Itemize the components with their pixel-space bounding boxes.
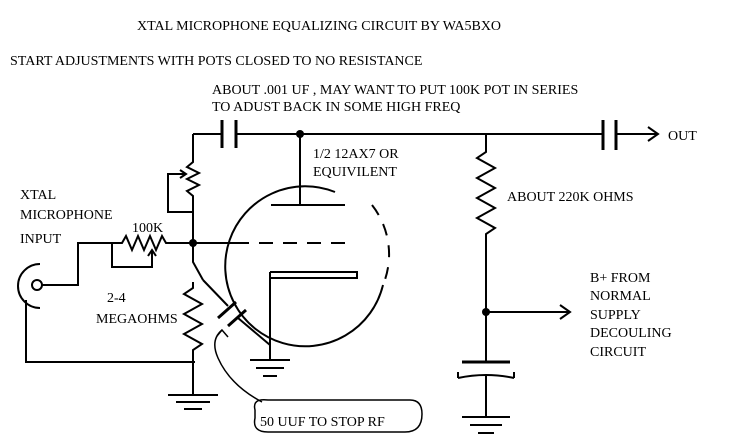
coupling-capacitor-symbol — [193, 120, 300, 148]
ground-symbol-right — [462, 416, 510, 434]
bplus-arrow — [486, 304, 572, 320]
bplus-label-line3: SUPPLY — [590, 308, 641, 323]
coupling-cap-note-line2: TO ADUST BACK IN SOME HIGH FREQ — [212, 100, 460, 115]
decoupling-capacitor-symbol — [457, 312, 515, 417]
output-wire — [300, 120, 660, 150]
ground-symbol-cathode — [250, 345, 290, 377]
rf-bypass-capacitor-symbol — [202, 279, 271, 346]
diagram-title: XTAL MICROPHONE EQUALIZING CIRCUIT BY WA… — [137, 19, 501, 34]
input-label-line2: MICROPHONE — [20, 208, 113, 223]
input-pot-label: 100K — [132, 221, 163, 236]
tube-label-line1: 1/2 12AX7 OR — [313, 147, 399, 162]
grid-resistor-label-line1: 2-4 — [107, 291, 126, 306]
input-potentiometer-symbol — [111, 233, 193, 268]
input-jack-symbol — [17, 242, 195, 363]
bplus-label-line1: B+ FROM — [590, 271, 651, 286]
feedback-potentiometer-symbol — [167, 134, 202, 243]
bplus-label-line4: DECOULING — [590, 326, 672, 341]
rf-cap-callout — [214, 328, 423, 433]
input-label-line3: INPUT — [20, 232, 62, 247]
rf-cap-label: 50 UUF TO STOP RF — [260, 415, 385, 430]
grid-resistor-label-line2: MEGAOHMS — [96, 312, 178, 327]
grid-resistor-symbol — [181, 243, 205, 362]
bplus-label-line5: CIRCUIT — [590, 345, 646, 360]
input-label-line1: XTAL — [20, 188, 56, 203]
plate-resistor-label: ABOUT 220K OHMS — [507, 190, 634, 205]
tube-label-line2: EQUIVILENT — [313, 165, 397, 180]
plate-resistor-symbol — [474, 134, 498, 312]
diagram-subtitle: START ADJUSTMENTS WITH POTS CLOSED TO NO… — [10, 54, 422, 69]
bplus-label-line2: NORMAL — [590, 289, 651, 304]
coupling-cap-note-line1: ABOUT .001 UF , MAY WANT TO PUT 100K POT… — [212, 83, 578, 98]
output-label: OUT — [668, 129, 697, 144]
ground-symbol-left — [168, 362, 218, 410]
